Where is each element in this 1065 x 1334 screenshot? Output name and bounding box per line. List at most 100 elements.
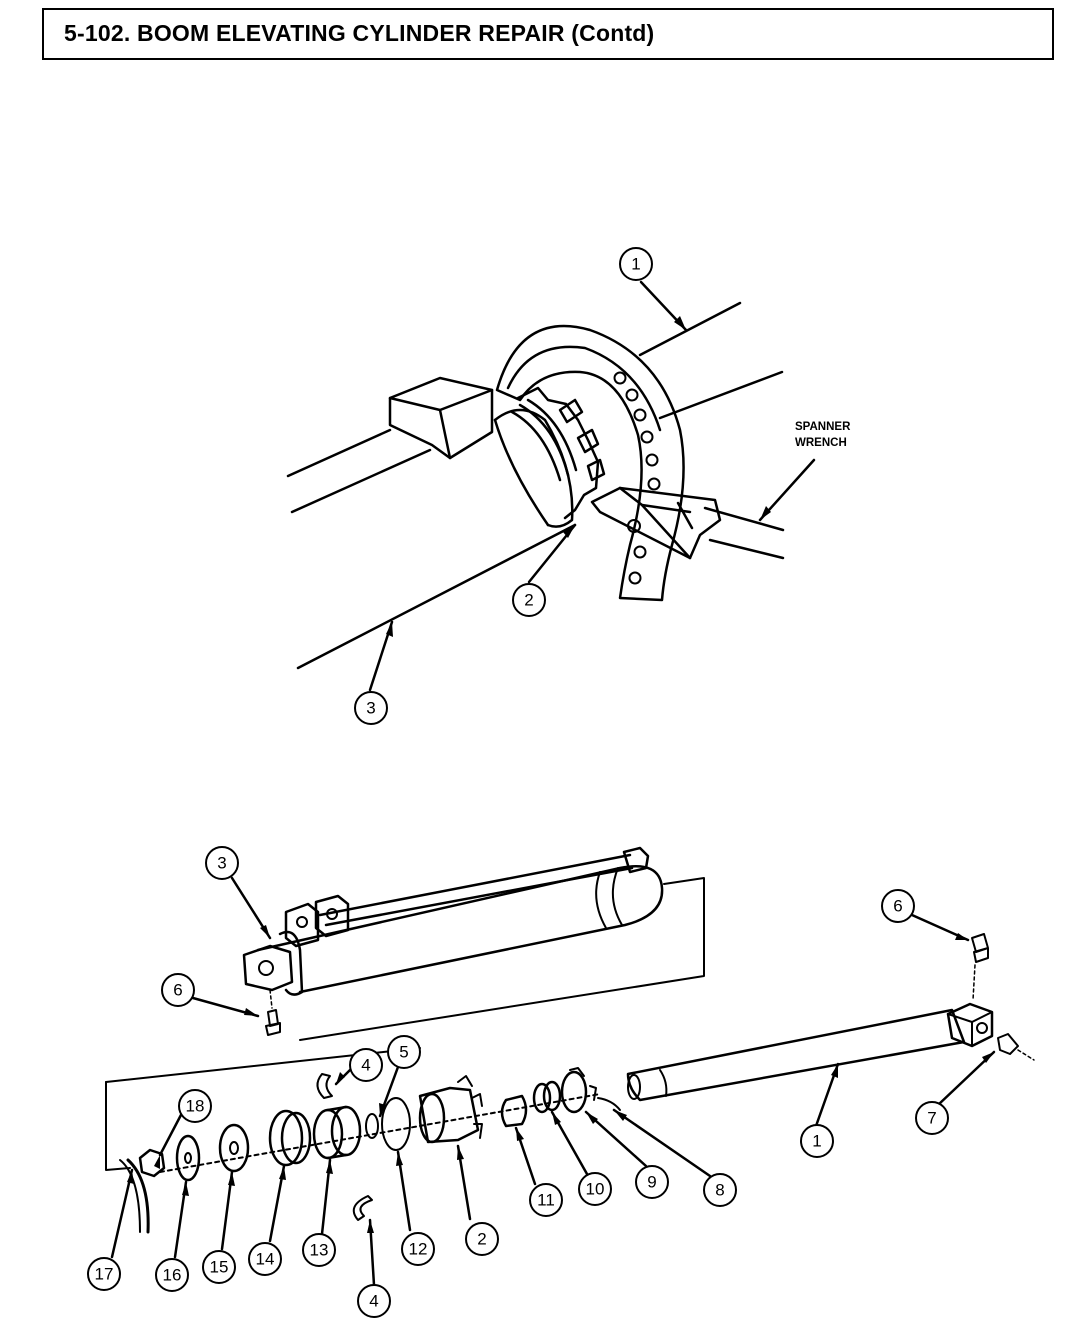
callout-15: 15 — [210, 1258, 229, 1277]
arrowhead — [674, 316, 686, 330]
spanner-wrench-handle-bracket — [640, 503, 692, 560]
tube-end-block — [622, 846, 650, 874]
callout-6: 6 — [893, 897, 902, 916]
arrowhead — [326, 1160, 333, 1174]
part-2-gland-lugs — [457, 1075, 483, 1139]
spanner-wrench-inner — [506, 345, 662, 432]
part-11-spacer — [500, 1094, 528, 1128]
piston-rod-end — [627, 1074, 641, 1100]
arrowhead — [396, 1152, 403, 1166]
part-15-ring — [218, 1123, 250, 1173]
castle-nut — [516, 386, 600, 520]
part-13-piston — [326, 1105, 348, 1112]
arrowhead — [379, 1103, 386, 1116]
callout-4: 4 — [369, 1292, 378, 1311]
arrowhead — [760, 506, 771, 520]
grease-fitting — [971, 933, 989, 963]
rod-end-block-hole — [976, 1022, 988, 1034]
grease-fitting — [265, 1009, 281, 1036]
arrowhead — [244, 1008, 258, 1016]
spanner-wrench-holes — [613, 371, 661, 585]
spanner-wrench-bar — [708, 538, 785, 560]
leader-arrowheads — [127, 316, 994, 1233]
tool-label-line2: WRENCH — [795, 437, 847, 449]
callout-7: 7 — [927, 1109, 936, 1128]
spanner-wrench-pivot — [627, 519, 641, 533]
parts-plane — [105, 1081, 131, 1171]
arrowhead — [516, 1128, 524, 1141]
cylinder-tube — [324, 866, 634, 927]
callout-1: 1 — [812, 1132, 821, 1151]
arrowhead — [279, 1166, 286, 1180]
part-15-ring-hole — [229, 1141, 239, 1155]
barrel-outline — [296, 523, 577, 670]
callout-12: 12 — [409, 1240, 428, 1259]
part-4-clip — [352, 1195, 373, 1221]
clevis-eye-hole — [258, 960, 274, 976]
assembly-axis — [269, 989, 273, 1009]
callout-2: 2 — [524, 591, 533, 610]
part-5-o-ring — [365, 1113, 379, 1139]
spanner-wrench-handle-bracket — [590, 486, 722, 560]
assembly-axis — [1017, 1049, 1035, 1061]
arrowhead — [614, 1110, 627, 1121]
upper-view — [286, 280, 816, 692]
arrowhead — [982, 1052, 994, 1063]
spanner-wrench-slot — [676, 501, 694, 530]
leader-line — [110, 1168, 134, 1259]
callout-2: 2 — [477, 1230, 486, 1249]
clevis-eye — [242, 944, 294, 992]
callout-3: 3 — [366, 699, 375, 718]
callout-3: 3 — [217, 854, 226, 873]
castle-nut-lug — [586, 458, 606, 482]
callout-10: 10 — [586, 1180, 605, 1199]
callout-4: 4 — [361, 1056, 370, 1075]
rod-end-block-edge — [947, 1011, 993, 1047]
page-title: 5-102. BOOM ELEVATING CYLINDER REPAIR (C… — [64, 20, 655, 46]
part-10-seal — [542, 1080, 562, 1112]
spanner-wrench-head — [495, 324, 685, 602]
arrowhead — [127, 1170, 134, 1184]
tube-block — [314, 894, 350, 938]
cylinder-barrel-end — [595, 871, 607, 929]
part-18-nut — [138, 1148, 166, 1178]
piston-rod-shoulder — [659, 1069, 668, 1097]
rod-outline — [638, 301, 742, 357]
callout-16: 16 — [163, 1266, 182, 1285]
part-2-gland — [418, 1092, 446, 1144]
callout-8: 8 — [715, 1181, 724, 1200]
part-14-bushing — [280, 1111, 312, 1165]
arrowhead — [586, 1112, 598, 1124]
arrowhead — [154, 1155, 160, 1169]
cylinder-base-collar — [278, 930, 304, 996]
arrowhead — [386, 622, 393, 637]
barrel-port-block — [388, 376, 494, 460]
part-13-piston — [330, 1105, 362, 1157]
arrowhead — [563, 525, 575, 538]
callout-6: 6 — [173, 981, 182, 1000]
lower-view — [105, 846, 1035, 1287]
arrowhead — [367, 1220, 374, 1233]
part-9-nut — [560, 1070, 588, 1114]
arrowhead — [336, 1072, 345, 1084]
part-7-pin — [997, 1033, 1019, 1055]
callout-14: 14 — [256, 1250, 275, 1269]
barrel-outline — [290, 448, 432, 514]
rod-end-block — [946, 1002, 994, 1048]
barrel-outline — [286, 428, 392, 478]
callout-17: 17 — [95, 1265, 114, 1284]
arrowhead — [182, 1182, 189, 1196]
leader-line — [158, 1111, 184, 1157]
tube-block-hole — [296, 916, 308, 928]
part-16-washer — [175, 1134, 201, 1182]
callout-5: 5 — [399, 1043, 408, 1062]
cylinder-barrel — [256, 865, 664, 994]
tube-block — [284, 902, 320, 948]
callout-circles — [87, 247, 949, 1318]
castle-nut-lug — [558, 398, 584, 424]
barrel-port-block-edge — [438, 408, 452, 460]
callout-1: 1 — [631, 255, 640, 274]
leader-line — [612, 1108, 712, 1178]
rod-outline — [658, 370, 784, 420]
